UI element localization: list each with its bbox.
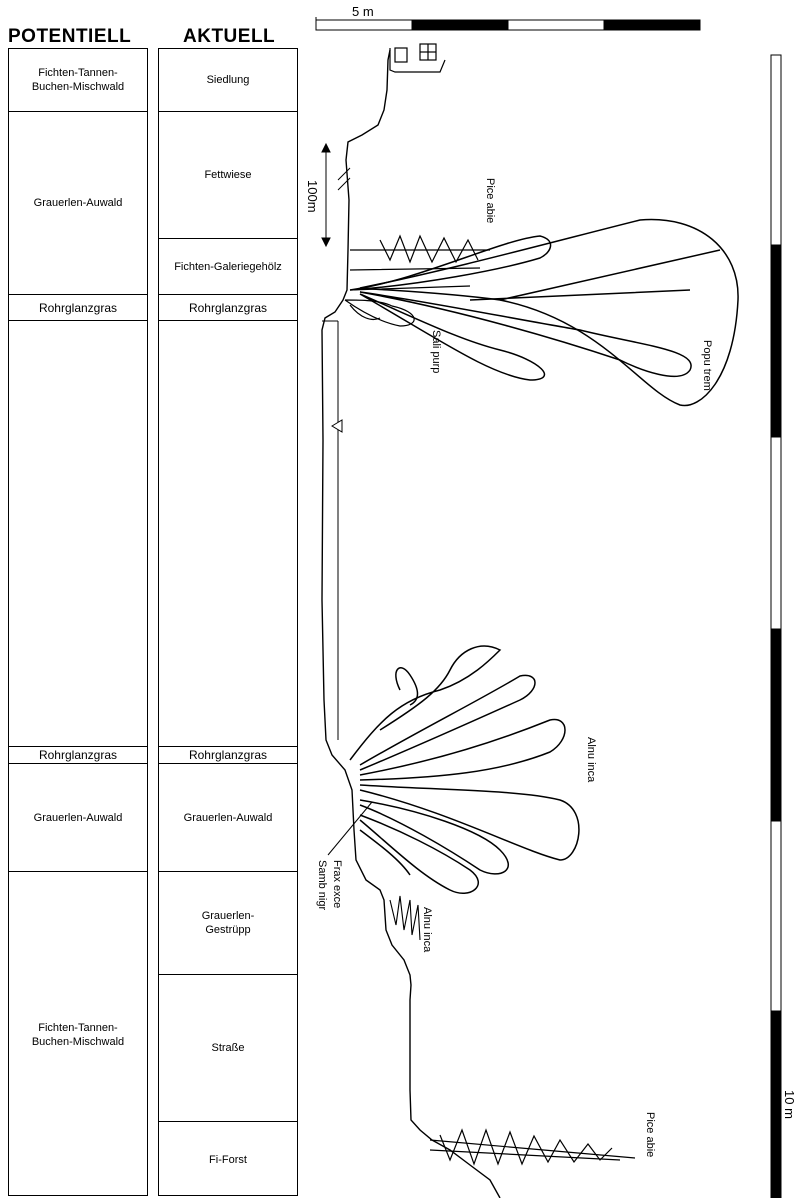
- species-label-alnu-upper: Alnu inca: [585, 737, 597, 782]
- species-pointer-line: [328, 802, 372, 855]
- species-label-frax: Frax exce: [331, 860, 343, 908]
- vertical-scale-label: 10 m: [782, 1090, 797, 1119]
- species-label-pice-bottom: Pice abie: [644, 1112, 656, 1157]
- distance-label: 100m: [305, 180, 320, 213]
- species-label-pice-top: Pice abie: [484, 178, 496, 223]
- water-level: [322, 321, 342, 740]
- terrain-profile: [322, 50, 500, 1198]
- building-sketch: [390, 44, 445, 72]
- species-label-samb: Samb nigr: [316, 860, 328, 910]
- horizontal-scale-label: 5 m: [352, 4, 374, 19]
- species-label-sali: Sali purp: [430, 330, 442, 373]
- alder-group-upper: [350, 646, 579, 893]
- species-label-alnu-lower: Alnu inca: [421, 907, 433, 952]
- species-label-popu: Popu trem: [701, 340, 713, 391]
- vertical-scale-bar: [771, 55, 781, 1198]
- alder-shrubs-lower: [390, 896, 420, 940]
